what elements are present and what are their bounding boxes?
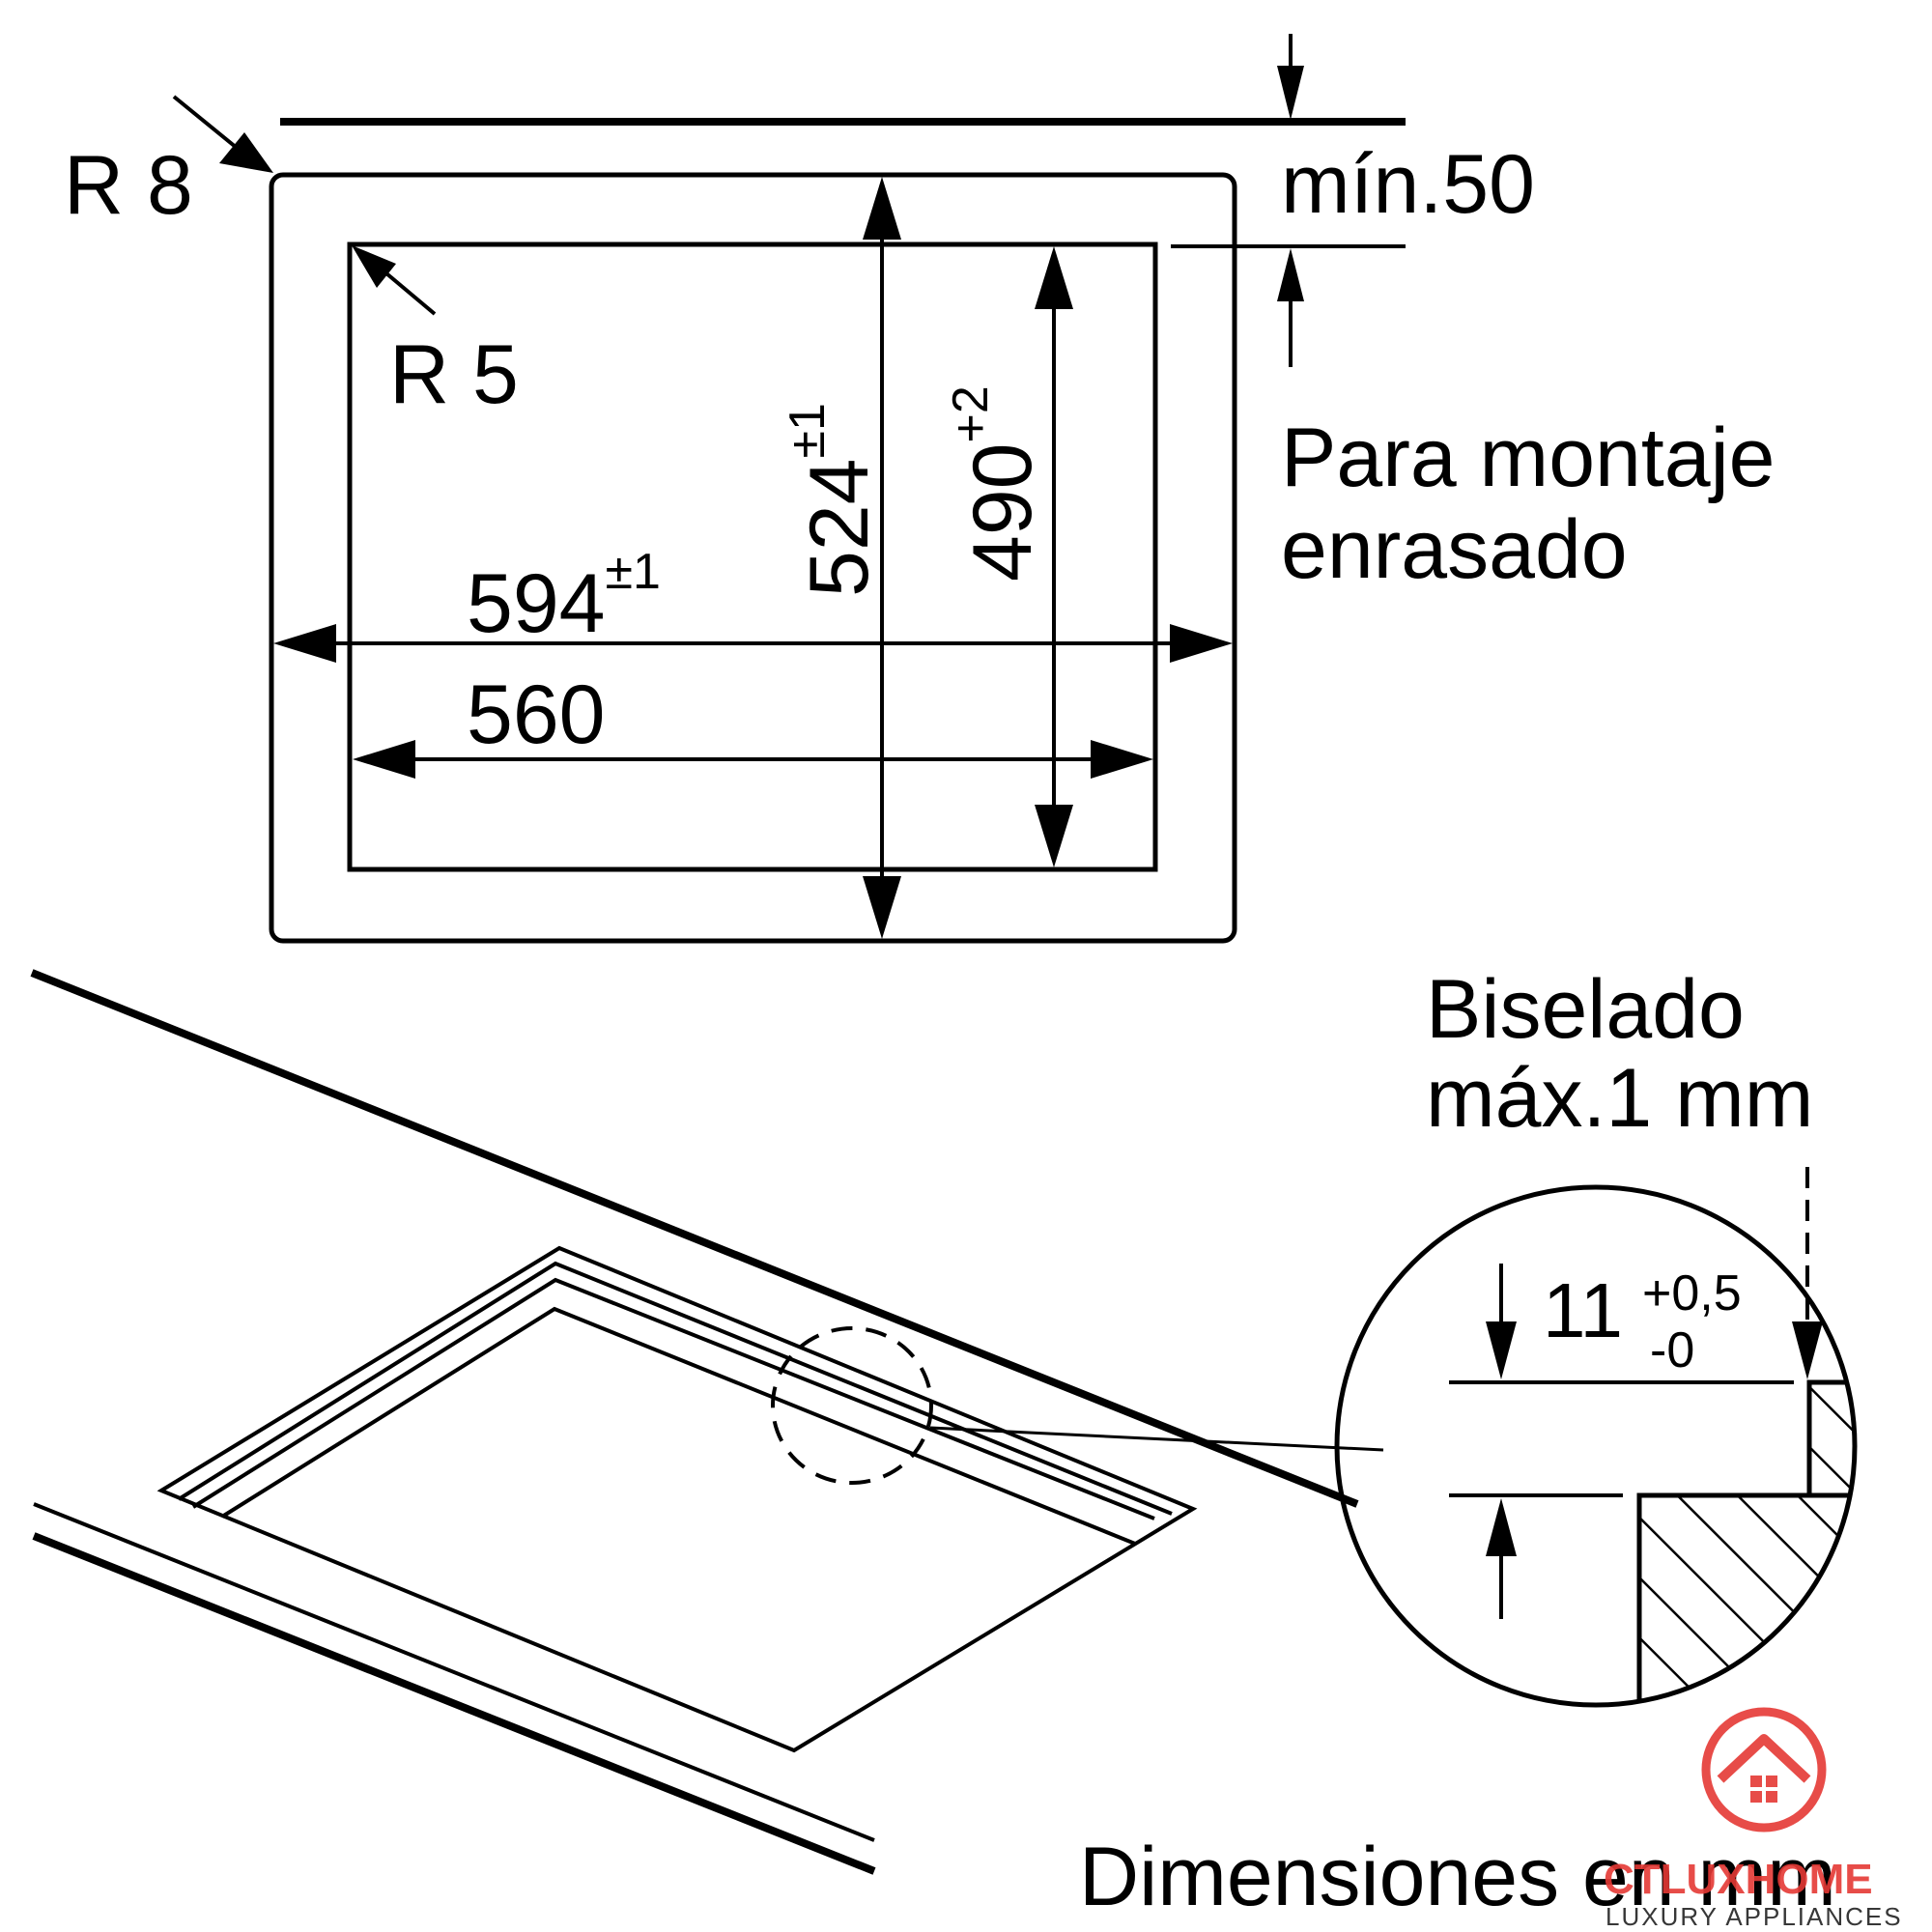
logo-ring (1701, 1707, 1827, 1833)
r8-arrow (172, 95, 273, 173)
countertop-back-edge (30, 969, 1359, 1508)
bevel-label-line2: máx.1 mm (1426, 1052, 1813, 1145)
detail-circle-outline (1334, 1184, 1858, 1708)
depth-11-dimension (1449, 1264, 1794, 1619)
outer-cutout-outline (269, 172, 1237, 944)
logo-tagline-text: LUXURY APPLIANCES (1605, 1902, 1903, 1931)
height-490-dimension (1035, 246, 1073, 867)
detail-view: 11 +0,5 -0 Biselado máx.1 mm (1334, 963, 1858, 1708)
cutout-outer-rim (156, 1245, 1198, 1753)
perspective-view (30, 969, 1384, 1875)
width-594-dimension (273, 624, 1233, 663)
bevel-pointer (1792, 1167, 1823, 1379)
plan-view: R 8 R 5 mín.50 594±1 560 524±1 490+2 Par… (64, 34, 1776, 944)
width-560-dimension (353, 740, 1153, 779)
depth-11-label: 11 (1543, 1267, 1623, 1353)
cutout-inner-opening (220, 1306, 1136, 1546)
depth-tolerance-minus: -0 (1650, 1322, 1694, 1378)
depth-tolerance-plus: +0,5 (1642, 1265, 1742, 1321)
inner-cutout-outline (347, 242, 1158, 872)
house-window-icon (1750, 1776, 1777, 1803)
width-594-label: 594±1 (467, 544, 661, 650)
detail-connector-line (929, 1426, 1384, 1452)
brand-logo: CTLUXHOME LUXURY APPLIANCES (1604, 1707, 1903, 1931)
countertop-front-edge-bottom (32, 1532, 876, 1875)
min50-label: mín.50 (1281, 138, 1535, 231)
r5-label: R 5 (389, 328, 519, 421)
flush-mount-label-line1: Para montaje (1281, 412, 1776, 504)
logo-brand-text: CTLUXHOME (1604, 1856, 1873, 1903)
bevel-label-line1: Biselado (1426, 963, 1745, 1056)
house-roof-icon (1717, 1734, 1811, 1783)
min50-dimension (1171, 34, 1406, 367)
width-560-label: 560 (467, 668, 606, 761)
r8-label: R 8 (64, 139, 193, 232)
cutout-rim-step-2 (191, 1277, 1155, 1520)
detail-highlight-circle (771, 1326, 933, 1485)
units-caption: Dimensiones en mm (1079, 1831, 1836, 1923)
height-490-label: 490+2 (943, 385, 1049, 582)
countertop-front-edge-top (33, 1502, 875, 1842)
flush-mount-label-line2: enrasado (1281, 503, 1628, 596)
height-524-dimension (863, 177, 901, 939)
height-524-label: 524±1 (780, 403, 886, 597)
r5-arrow (352, 245, 437, 316)
